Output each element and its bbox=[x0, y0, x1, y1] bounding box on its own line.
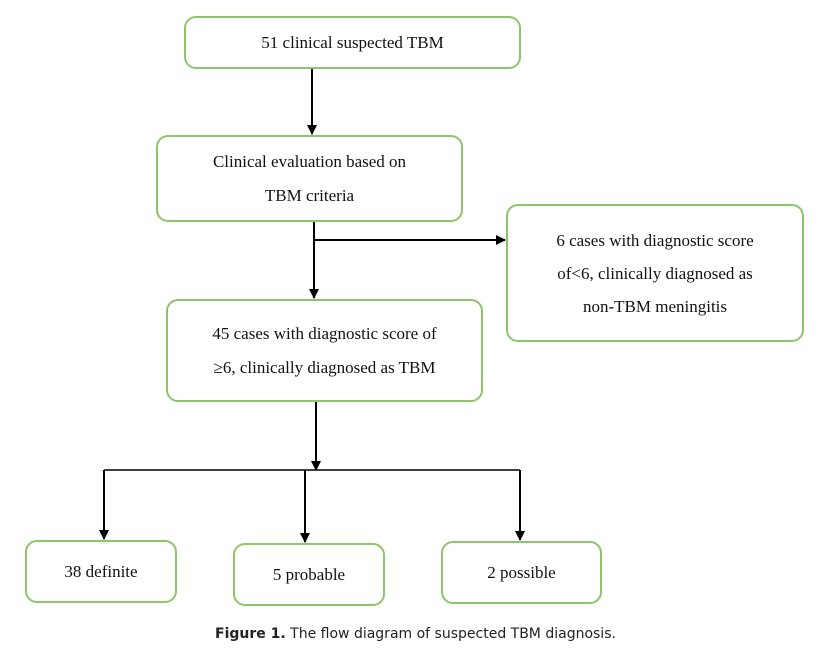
node-suspected-tbm: 51 clinical suspected TBM bbox=[184, 16, 521, 69]
node-text-line: ≥6, clinically diagnosed as TBM bbox=[213, 357, 436, 377]
node-text-line: TBM criteria bbox=[264, 185, 355, 205]
node-text-line: Clinical evaluation based on bbox=[212, 151, 407, 171]
node-text-line: 2 possible bbox=[487, 562, 556, 582]
node-probable: 5 probable bbox=[233, 543, 385, 606]
node-possible: 2 possible bbox=[441, 541, 602, 604]
node-text-line: 45 cases with diagnostic score of bbox=[212, 323, 437, 343]
node-text-line: of<6, clinically diagnosed as bbox=[557, 263, 753, 283]
node-clinically-diagnosed-tbm: 45 cases with diagnostic score of ≥6, cl… bbox=[166, 299, 483, 402]
figure-caption: Figure 1. The flow diagram of suspected … bbox=[0, 626, 831, 642]
node-non-tbm-meningitis: 6 cases with diagnostic score of<6, clin… bbox=[506, 204, 804, 342]
node-definite: 38 definite bbox=[25, 540, 177, 603]
caption-text: The flow diagram of suspected TBM diagno… bbox=[290, 626, 616, 642]
caption-label: Figure 1. bbox=[215, 626, 286, 642]
node-text-line: 5 probable bbox=[272, 564, 346, 584]
node-clinical-evaluation: Clinical evaluation based on TBM criteri… bbox=[156, 135, 463, 222]
node-text-line: 38 definite bbox=[64, 561, 138, 581]
node-text-line: 6 cases with diagnostic score bbox=[556, 230, 754, 250]
node-text-line: 51 clinical suspected TBM bbox=[261, 32, 444, 52]
node-text-line: non-TBM meningitis bbox=[582, 296, 728, 316]
